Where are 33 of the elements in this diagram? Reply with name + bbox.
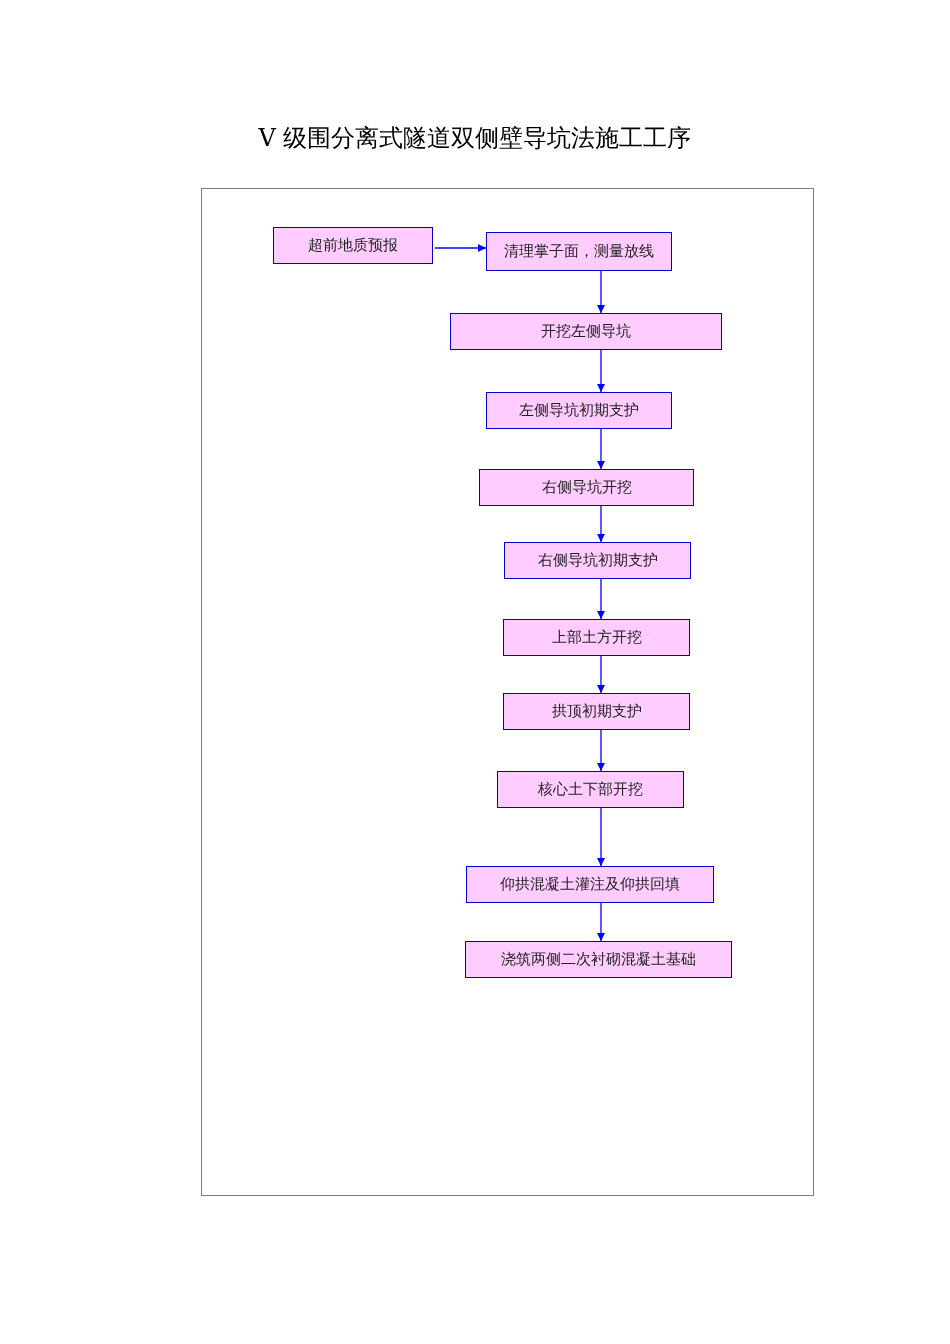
process-box: [466, 866, 714, 903]
process-box: [479, 469, 694, 506]
arrow: [597, 428, 605, 470]
arrow: [597, 902, 605, 942]
step-text: 上部土方开挖: [551, 628, 642, 647]
process-box: [497, 771, 684, 808]
arrow: [597, 349, 605, 393]
process-box: [273, 227, 433, 264]
process-box: [465, 941, 732, 978]
arrow: [597, 270, 605, 314]
process-box: [486, 232, 672, 271]
arrow: [597, 729, 605, 772]
process-box: [450, 313, 722, 350]
arrow: [597, 655, 605, 694]
step-text: 右侧导坑开挖: [541, 478, 632, 497]
step-text: 右侧导坑初期支护: [537, 551, 658, 570]
process-box: [503, 619, 690, 656]
title: V 级围分离式隧道双侧壁导坑法施工工序: [257, 123, 693, 154]
process-box: [504, 542, 691, 579]
arrow: [434, 244, 487, 252]
step-text: 左侧导坑初期支护: [519, 401, 639, 420]
arrow: [597, 578, 605, 620]
arrow: [597, 505, 605, 543]
step-text: 清理掌子面，测量放线: [504, 242, 654, 261]
step-text: 核心土下部开挖: [538, 780, 643, 799]
process-box: [503, 693, 690, 730]
step-text: 超前地质预报: [308, 236, 398, 255]
step-text: 开挖左侧导坑: [541, 322, 631, 341]
step-text: 浇筑两侧二次衬砌混凝土基础: [501, 950, 696, 969]
process-box: [486, 392, 672, 429]
arrow: [597, 807, 605, 867]
step-text: 拱顶初期支护: [551, 702, 642, 721]
step-text: 仰拱混凝土灌注及仰拱回填: [500, 875, 680, 894]
